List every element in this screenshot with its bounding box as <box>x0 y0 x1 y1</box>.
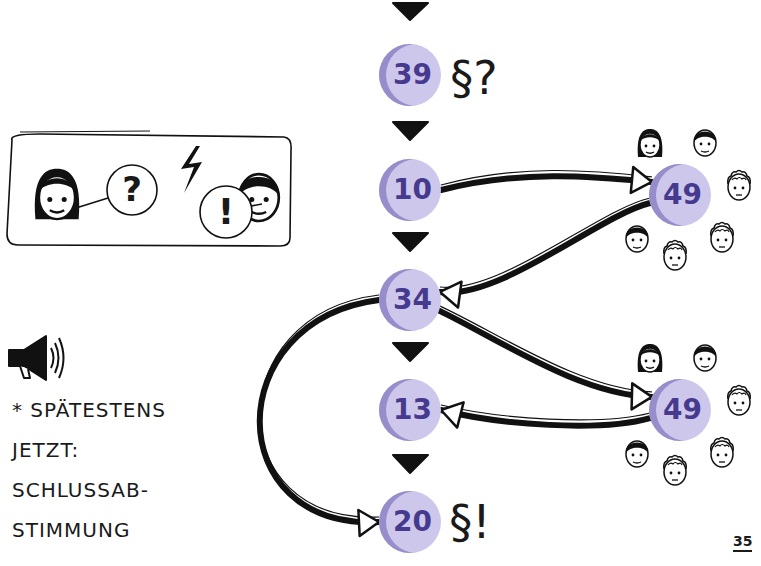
person-face <box>694 345 716 371</box>
step-number: 49 <box>658 396 702 424</box>
step-marker <box>393 233 428 251</box>
step-number: 39 <box>388 61 432 89</box>
person-face <box>728 171 750 201</box>
person-face <box>638 129 663 157</box>
speech-tail <box>251 204 262 206</box>
step-number: 34 <box>388 286 432 314</box>
paragraph-symbol: §? <box>450 52 497 105</box>
arrow-outline <box>440 198 650 287</box>
flow-arrow <box>439 306 652 410</box>
step-number: 13 <box>388 396 432 424</box>
arrow-line <box>260 300 379 522</box>
step-circle: 39 <box>379 44 441 106</box>
person-face <box>626 226 648 252</box>
person-face <box>694 130 716 156</box>
question-mark: ? <box>122 170 142 209</box>
step-marker <box>393 343 428 361</box>
arrow-line <box>439 311 652 397</box>
arrow-head <box>358 510 379 536</box>
arrow-outline <box>439 306 652 392</box>
flow-arrow <box>260 295 379 536</box>
arrow-outline <box>260 295 379 517</box>
megaphone-icon <box>9 336 64 380</box>
step-marker <box>393 122 428 140</box>
arrow-outline <box>441 405 650 420</box>
person-face <box>728 386 750 416</box>
step-number: 10 <box>388 176 432 204</box>
speech-bubble <box>107 165 157 215</box>
speech-tail <box>76 198 108 208</box>
flow-arrow <box>440 198 650 307</box>
arrow-head <box>441 402 464 427</box>
person-face <box>626 441 648 467</box>
scene-frame <box>20 131 150 132</box>
person-face <box>664 241 686 271</box>
step-circle: 49 <box>649 379 711 441</box>
exclamation-mark: ! <box>218 191 234 232</box>
scene-frame <box>7 134 291 246</box>
step-marker <box>393 3 428 20</box>
lightning <box>181 146 202 193</box>
flow-arrow <box>441 167 652 193</box>
person-face <box>711 438 733 468</box>
step-circle: 20 <box>379 491 441 553</box>
arrow-outline <box>441 170 652 185</box>
note-text: * SPÄTESTENS JETZT: SCHLUSSAB- STIMMUNG <box>12 390 190 550</box>
page-number: 35 <box>733 533 752 552</box>
step-circle: 13 <box>379 379 441 441</box>
step-number: 49 <box>658 181 702 209</box>
speech-bubble <box>200 186 252 238</box>
step-circle: 10 <box>379 159 441 221</box>
step-circle: 34 <box>379 269 441 331</box>
dispute-scene <box>7 131 291 246</box>
paragraph-symbol: §! <box>449 496 490 549</box>
step-marker <box>393 455 428 473</box>
arrow-head <box>440 282 462 308</box>
arrow-line <box>440 203 650 292</box>
step-number: 20 <box>388 508 432 536</box>
person-face <box>35 169 79 219</box>
person-face <box>638 344 663 372</box>
step-circle: 49 <box>649 164 711 226</box>
person-face <box>711 223 733 253</box>
flow-arrow <box>441 402 650 427</box>
person-face <box>664 456 686 486</box>
